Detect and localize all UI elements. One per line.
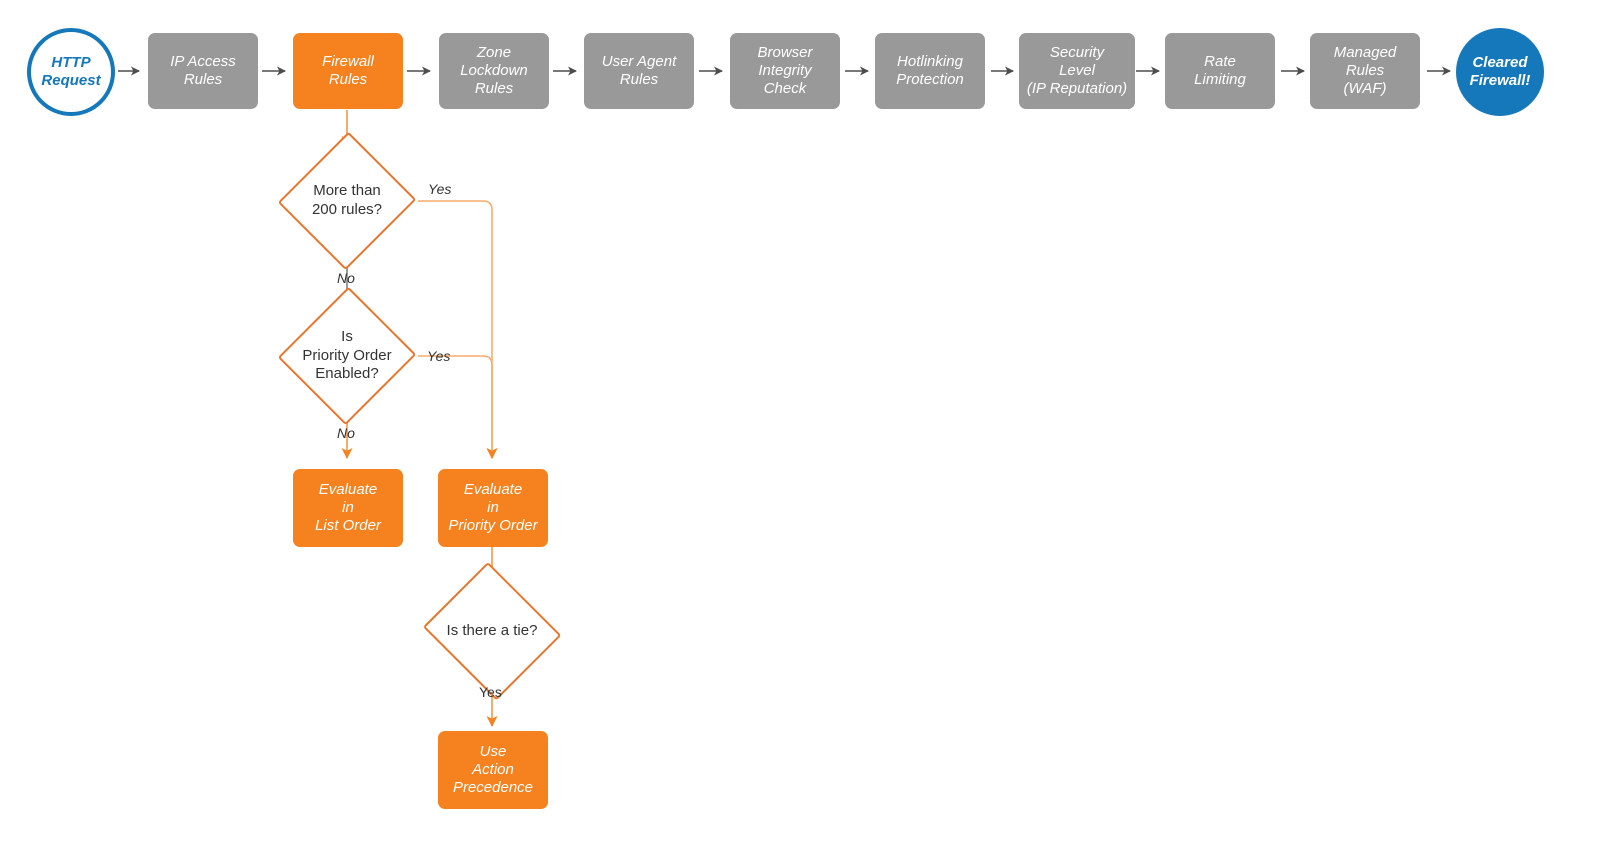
node-hotlinking-protection[interactable]: Hotlinking Protection [875,33,985,109]
node-rate-limiting[interactable]: Rate Limiting [1165,33,1275,109]
node-label: Browser Integrity Check [757,44,813,97]
node-managed-rules-waf[interactable]: Managed Rules (WAF) [1310,33,1420,109]
decision-label: More than 200 rules? [311,182,383,218]
node-label: Security Level (IP Reputation) [1026,44,1128,97]
node-label: IP Access Rules [170,53,236,88]
node-security-level[interactable]: Security Level (IP Reputation) [1019,33,1135,109]
node-evaluate-list-order[interactable]: Evaluate in List Order [293,469,403,547]
edge-label-d1-yes: Yes [428,181,452,197]
node-firewall-rules[interactable]: Firewall Rules [293,33,403,109]
node-label: Evaluate in Priority Order [448,481,538,534]
decision-label: Is there a tie? [446,621,538,639]
edge-label-d1-no: No [337,270,355,286]
node-use-action-precedence[interactable]: Use Action Precedence [438,731,548,809]
node-label: Firewall Rules [322,53,374,88]
node-user-agent-rules[interactable]: User Agent Rules [584,33,694,109]
node-label: Cleared Firewall! [1469,54,1531,89]
node-http-request[interactable]: HTTP Request [27,28,115,116]
decision-is-there-a-tie[interactable]: Is there a tie? [418,561,566,701]
node-browser-integrity-check[interactable]: Browser Integrity Check [730,33,840,109]
node-evaluate-priority-order[interactable]: Evaluate in Priority Order [438,469,548,547]
edge-label-d2-no: No [337,425,355,441]
node-zone-lockdown-rules[interactable]: Zone Lockdown Rules [439,33,549,109]
decision-label: Is Priority Order Enabled? [302,327,392,383]
node-label: HTTP Request [41,54,101,89]
node-label: Zone Lockdown Rules [460,44,528,97]
node-label: User Agent Rules [601,53,677,88]
node-label: Evaluate in List Order [315,481,381,534]
edge-label-d2-yes: Yes [427,348,451,364]
edge-label-d3-yes: Yes [479,684,502,700]
edge-d1-yes [418,200,498,459]
node-label: Managed Rules (WAF) [1333,44,1397,97]
node-label: Use Action Precedence [452,743,534,796]
node-label: Hotlinking Protection [896,53,964,88]
node-label: Rate Limiting [1194,53,1246,88]
node-cleared-firewall[interactable]: Cleared Firewall! [1456,28,1544,116]
decision-more-than-200-rules[interactable]: More than 200 rules? [272,131,422,271]
decision-is-priority-order-enabled[interactable]: Is Priority Order Enabled? [272,286,422,426]
edge-d2-yes [418,355,498,459]
node-ip-access-rules[interactable]: IP Access Rules [148,33,258,109]
